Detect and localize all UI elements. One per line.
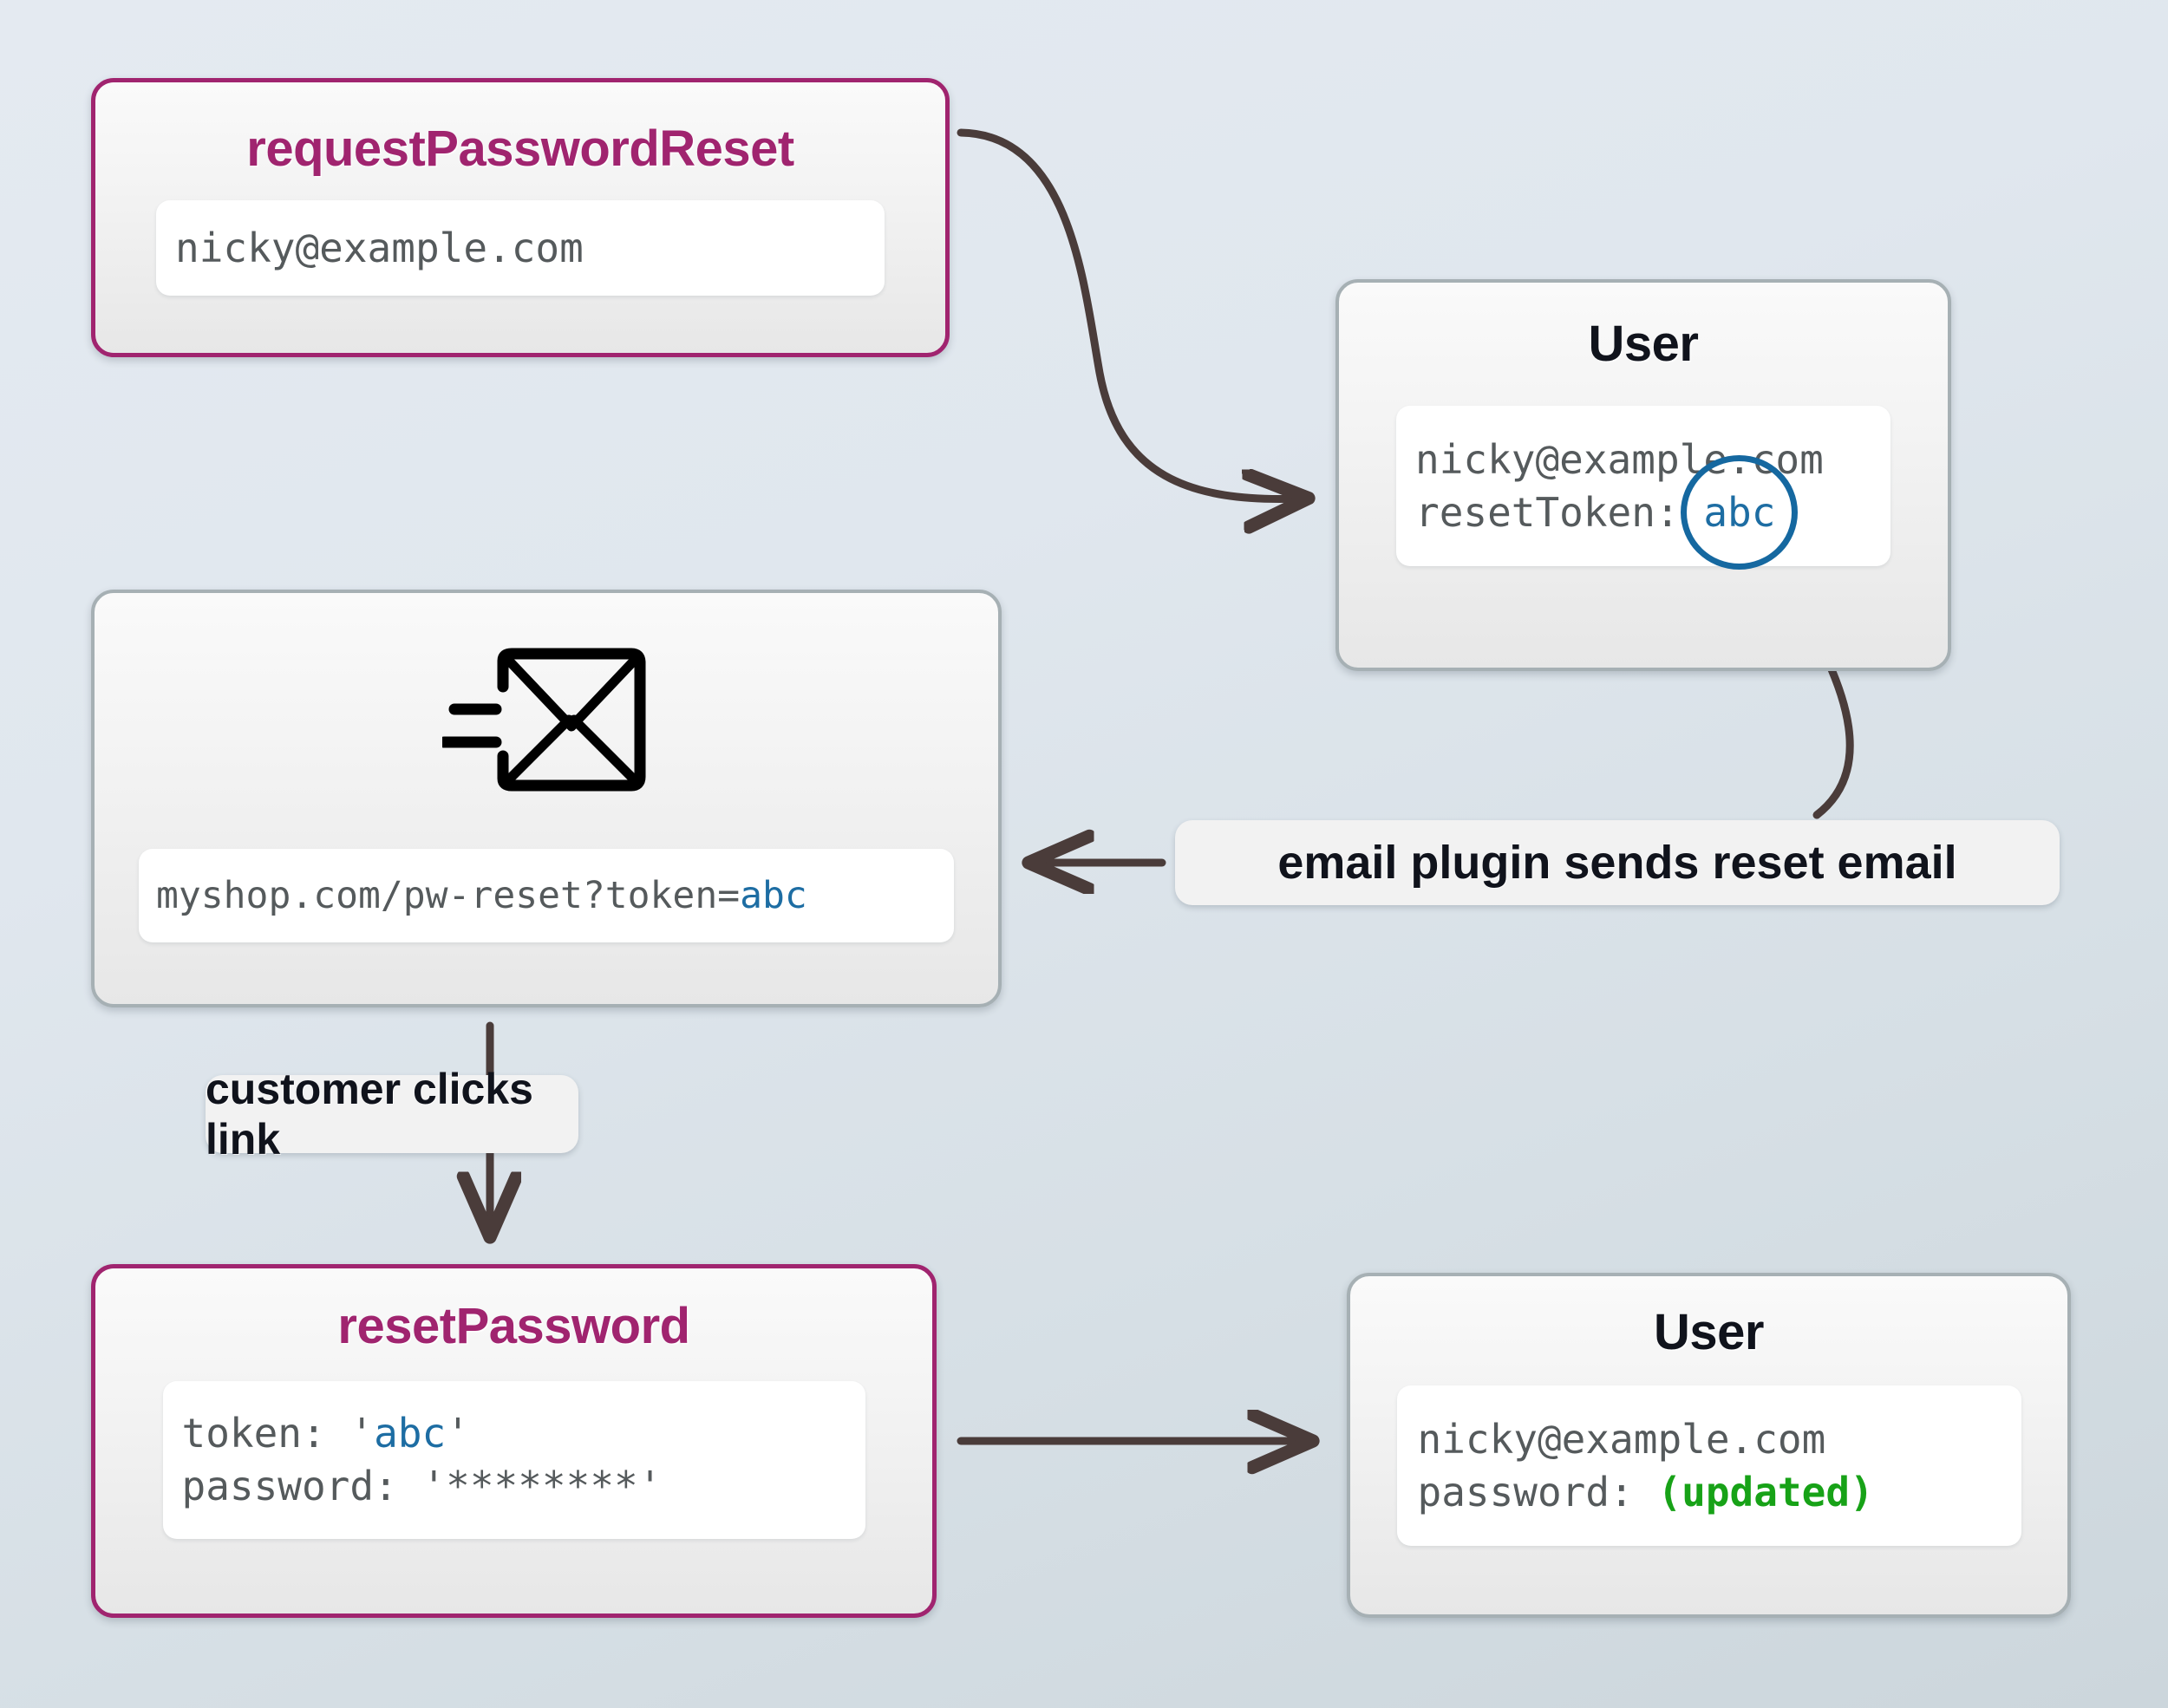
reset-link-token: abc [740, 873, 807, 917]
reset-token-value: abc [374, 1410, 447, 1457]
node-request-password-reset[interactable]: requestPasswordReset nicky@example.com [91, 78, 950, 357]
reset-token-quote-close: ' [446, 1410, 470, 1457]
envelope-send-icon [438, 647, 650, 797]
edge-label-customer-clicks-link: customer clicks link [206, 1065, 578, 1164]
node-title-reset-password: resetPassword [337, 1298, 690, 1354]
edge-request-to-user [957, 128, 1301, 499]
node-title-request-password-reset: requestPasswordReset [246, 121, 794, 177]
edge-label-email-plugin-sends-reset-email: email plugin sends reset email [1175, 820, 2060, 905]
node-title-user-bottom: User [1654, 1304, 1764, 1360]
user-bottom-email-line: nicky@example.com [1417, 1415, 1826, 1463]
email-link-payload: myshop.com/pw-reset?token=abc [139, 849, 954, 942]
node-email-card[interactable]: myshop.com/pw-reset?token=abc [91, 590, 1002, 1007]
user-top-token-label: resetToken: [1415, 488, 1680, 536]
reset-link-line: myshop.com/pw-reset?token=abc [156, 871, 954, 921]
reset-password-value: '********' [421, 1463, 663, 1509]
reset-token-circle-highlight: abc [1703, 486, 1775, 539]
user-top-email-line: nicky@example.com [1415, 435, 1824, 483]
reset-token-line: token: 'abc' [182, 1407, 865, 1460]
node-reset-password[interactable]: resetPassword token: 'abc' password: '**… [91, 1264, 937, 1618]
node-user-bottom[interactable]: User nicky@example.com password: (update… [1347, 1273, 2071, 1618]
user-top-payload: nicky@example.com resetToken: abc [1396, 406, 1890, 566]
reset-token-label: token: [181, 1410, 326, 1457]
request-email-line: nicky@example.com [175, 224, 584, 271]
reset-password-line: password: '********' [182, 1460, 865, 1513]
user-bottom-password-value: (updated) [1657, 1468, 1874, 1516]
reset-link-prefix: myshop.com/pw-reset?token= [156, 873, 741, 917]
reset-token-quote-open: ' [349, 1410, 375, 1457]
user-top-token-line: resetToken: abc [1415, 486, 1890, 539]
user-bottom-password-line: password: (updated) [1418, 1466, 2021, 1519]
reset-password-label: password: [181, 1463, 398, 1509]
node-user-top[interactable]: User nicky@example.com resetToken: abc [1335, 279, 1951, 671]
node-title-user-top: User [1588, 316, 1699, 372]
reset-password-payload: token: 'abc' password: '********' [162, 1381, 865, 1539]
user-bottom-password-label: password: [1417, 1468, 1634, 1516]
request-password-reset-payload: nicky@example.com [156, 200, 885, 296]
user-bottom-payload: nicky@example.com password: (updated) [1396, 1385, 2021, 1546]
